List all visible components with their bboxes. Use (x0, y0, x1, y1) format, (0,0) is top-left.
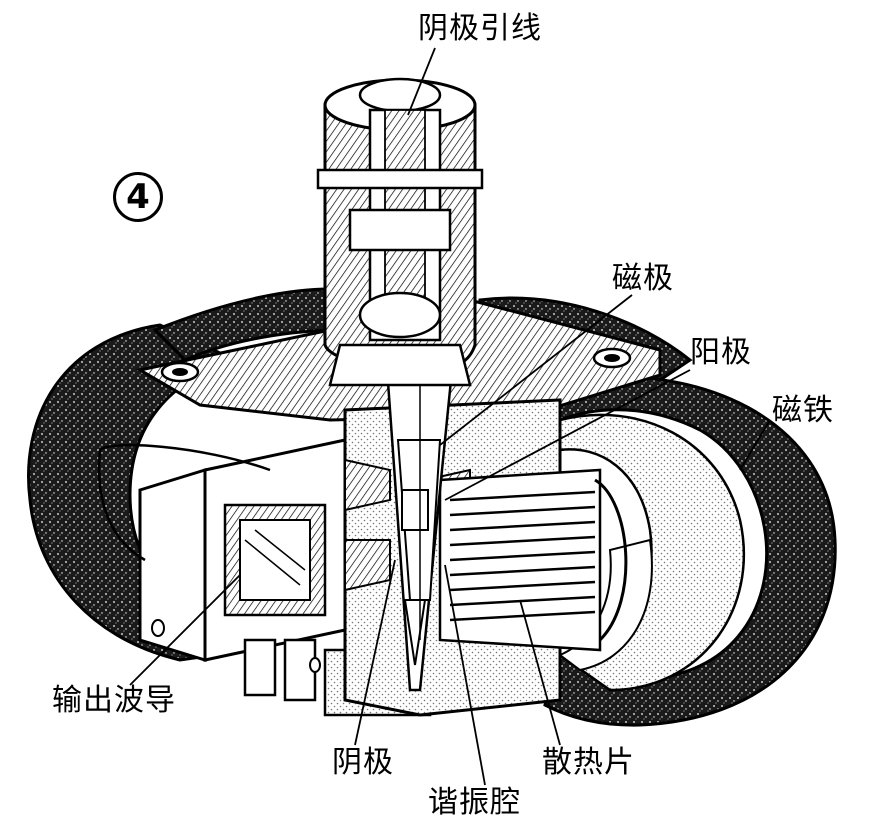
label-cathode: 阴极 (332, 745, 394, 780)
leader-pole-piece (439, 294, 633, 446)
label-anode: 阳极 (690, 335, 752, 370)
label-resonant-cavity: 谐振腔 (428, 785, 521, 820)
figure-number: 4 (113, 172, 163, 222)
label-heat-sink: 散热片 (542, 745, 635, 780)
magnet-left-arc (27, 323, 251, 662)
label-magnet: 磁铁 (772, 393, 834, 428)
leader-anode (444, 369, 691, 501)
leader-cathode-lead (407, 47, 436, 116)
leader-cathode (354, 559, 396, 746)
leader-magnet (739, 419, 771, 471)
magnet-right-ring (543, 374, 837, 727)
cathode-lead-housing (316, 77, 484, 387)
heat-sink-fins (438, 468, 628, 652)
leader-lines (129, 47, 771, 786)
leader-resonant-cavity (444, 564, 486, 786)
label-output-waveguide: 输出波导 (52, 683, 176, 718)
leader-output-waveguide (129, 574, 241, 686)
leader-heat-sink (519, 599, 561, 746)
cathode-column (383, 338, 457, 692)
output-waveguide-assembly (97, 438, 347, 663)
label-cathode-lead: 阴极引线 (418, 11, 542, 46)
label-pole-piece: 磁极 (612, 261, 674, 296)
